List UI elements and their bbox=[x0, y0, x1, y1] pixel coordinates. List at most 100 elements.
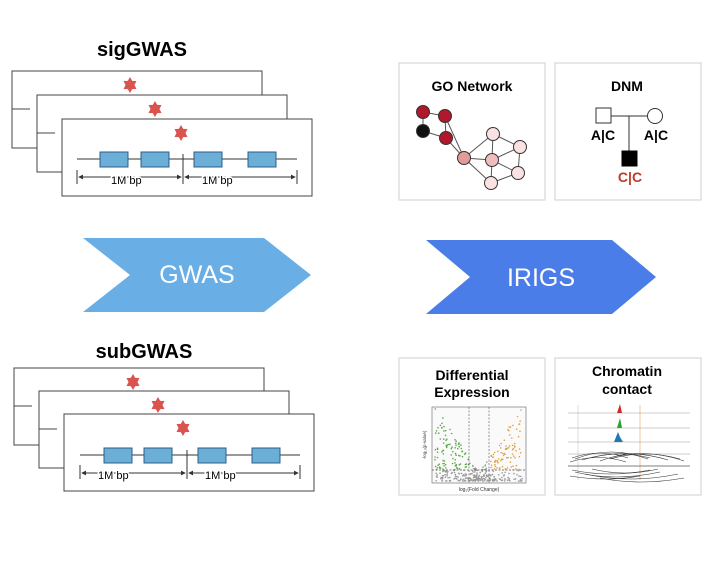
volcano-point bbox=[476, 474, 478, 477]
volcano-point bbox=[434, 448, 437, 451]
volcano-point bbox=[456, 475, 458, 478]
volcano-point bbox=[512, 424, 514, 427]
volcano-point bbox=[492, 479, 494, 482]
volcano-point bbox=[452, 457, 454, 460]
volcano-point bbox=[504, 478, 507, 480]
volcano-point bbox=[442, 417, 444, 419]
volcano-point bbox=[518, 423, 520, 426]
volcano-point bbox=[436, 451, 439, 454]
volcano-point bbox=[519, 430, 521, 433]
volcano-point bbox=[511, 444, 514, 447]
volcano-point bbox=[441, 426, 443, 429]
volcano-point bbox=[447, 443, 450, 446]
volcano-point bbox=[500, 459, 502, 462]
volcano-point bbox=[508, 445, 511, 447]
gwas-arrow-label: GWAS bbox=[159, 261, 234, 289]
volcano-point bbox=[443, 465, 445, 467]
volcano-point bbox=[504, 471, 506, 474]
volcano-point bbox=[519, 420, 521, 423]
volcano-point bbox=[438, 467, 441, 469]
chromatin-tracks bbox=[568, 404, 690, 483]
volcano-point bbox=[515, 428, 518, 430]
siggwas-gene-box bbox=[99, 151, 129, 168]
volcano-point bbox=[451, 471, 454, 474]
volcano-point bbox=[507, 456, 509, 459]
volcano-point bbox=[440, 477, 442, 480]
volcano-point bbox=[442, 438, 445, 440]
volcano-point bbox=[463, 474, 466, 477]
chromatin-peak-red bbox=[617, 404, 622, 413]
volcano-point bbox=[483, 477, 486, 480]
siggwas-gene-box bbox=[193, 151, 223, 168]
volcano-point bbox=[454, 459, 457, 461]
volcano-point bbox=[481, 478, 484, 481]
volcano-point bbox=[506, 479, 509, 482]
volcano-point bbox=[500, 442, 503, 445]
volcano-point bbox=[467, 458, 470, 461]
volcano-point bbox=[444, 463, 447, 466]
volcano-point bbox=[480, 477, 483, 479]
de-title-line2: Expression bbox=[434, 384, 509, 400]
volcano-point bbox=[435, 472, 438, 475]
volcano-point bbox=[441, 422, 443, 425]
volcano-point bbox=[503, 480, 506, 482]
volcano-point bbox=[444, 473, 447, 476]
volcano-point bbox=[498, 458, 500, 460]
volcano-point bbox=[478, 474, 481, 477]
volcano-xlabel: log₂(Fold Change) bbox=[459, 487, 500, 493]
volcano-point bbox=[518, 455, 521, 458]
volcano-point bbox=[435, 430, 438, 432]
volcano-point bbox=[514, 478, 517, 480]
subgwas-gene-box bbox=[197, 447, 227, 464]
volcano-point bbox=[498, 478, 501, 480]
volcano-point bbox=[498, 474, 500, 476]
volcano-point bbox=[510, 466, 513, 468]
volcano-point bbox=[508, 477, 511, 480]
volcano-point bbox=[434, 465, 437, 468]
volcano-point bbox=[460, 447, 463, 450]
volcano-point bbox=[442, 442, 445, 444]
volcano-point bbox=[505, 447, 507, 450]
volcano-point bbox=[434, 459, 436, 461]
dnm-panel-frame bbox=[554, 62, 702, 201]
volcano-point bbox=[474, 468, 477, 470]
volcano-point bbox=[477, 477, 479, 480]
volcano-point bbox=[473, 471, 476, 473]
subgwas-span-label-left: 1M bp bbox=[98, 470, 129, 482]
volcano-point bbox=[482, 475, 484, 478]
volcano-point bbox=[476, 473, 478, 476]
volcano-point bbox=[509, 434, 511, 436]
volcano-point bbox=[511, 437, 513, 439]
volcano-point bbox=[508, 472, 510, 475]
volcano-point bbox=[443, 430, 445, 432]
volcano-point bbox=[518, 448, 521, 450]
volcano-point bbox=[490, 474, 492, 476]
chromatin-peak-blue bbox=[614, 432, 623, 442]
volcano-point bbox=[493, 468, 496, 470]
volcano-point bbox=[447, 477, 449, 479]
volcano-point bbox=[435, 480, 438, 482]
chromatin-title-line1: Chromatin bbox=[592, 363, 662, 379]
go-network-node bbox=[439, 131, 453, 145]
volcano-point bbox=[446, 444, 449, 446]
go-network-node bbox=[438, 109, 452, 123]
volcano-point bbox=[436, 467, 439, 469]
volcano-point bbox=[485, 471, 487, 473]
volcano-point bbox=[456, 467, 458, 469]
dnm-mother-circle bbox=[647, 108, 663, 124]
volcano-point bbox=[475, 475, 478, 478]
volcano-point bbox=[474, 478, 477, 481]
volcano-point bbox=[446, 473, 448, 476]
volcano-point bbox=[457, 479, 460, 482]
volcano-point bbox=[490, 464, 493, 467]
dnm-child-genotype: C|C bbox=[618, 169, 642, 185]
dnm-father-square bbox=[595, 107, 612, 124]
volcano-point bbox=[464, 463, 467, 466]
volcano-point bbox=[521, 477, 523, 480]
volcano-point bbox=[439, 424, 442, 427]
volcano-point bbox=[517, 435, 520, 438]
volcano-point bbox=[442, 453, 445, 455]
volcano-point bbox=[439, 472, 441, 475]
volcano-point bbox=[454, 439, 456, 441]
go-network-node bbox=[486, 127, 500, 141]
